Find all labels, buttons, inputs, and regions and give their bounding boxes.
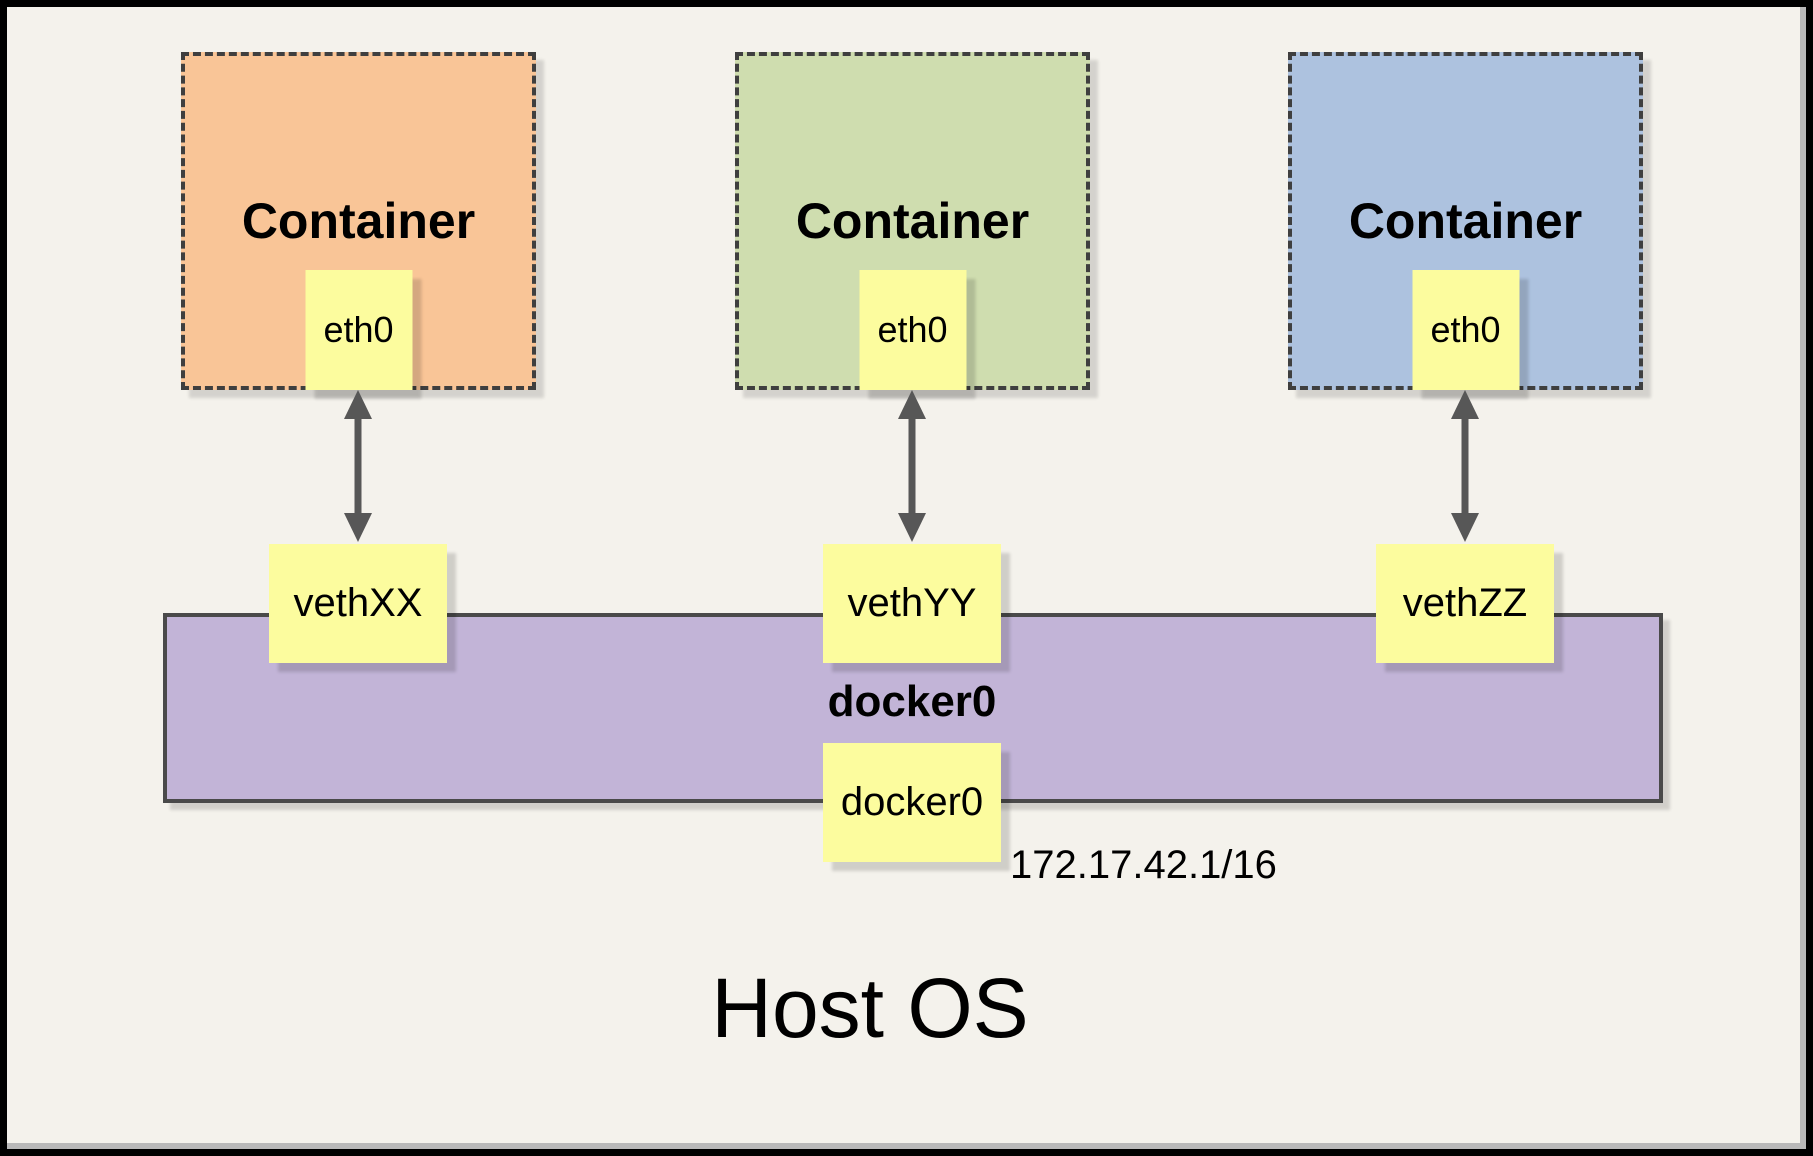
docker0-interface-box: docker0 xyxy=(823,743,1001,862)
subnet-label: 172.17.42.1/16 xyxy=(1010,843,1277,887)
container-box-1: Container eth0 xyxy=(181,52,536,390)
container-1-eth0-box: eth0 xyxy=(305,270,412,390)
veth-box-2: vethYY xyxy=(823,544,1001,663)
container-1-eth0-label: eth0 xyxy=(323,309,394,350)
container-3-eth0-box: eth0 xyxy=(1412,270,1519,390)
container-3-label: Container xyxy=(1348,193,1583,249)
container-1-label: Container xyxy=(241,193,476,249)
container-2-eth0-label: eth0 xyxy=(877,309,948,350)
container-box-2: Container eth0 xyxy=(735,52,1090,390)
docker0-interface-label: docker0 xyxy=(840,780,984,824)
double-arrow-icon xyxy=(1451,390,1479,542)
container-2-label: Container xyxy=(795,193,1030,249)
veth-box-1: vethXX xyxy=(269,544,447,663)
container-3-eth0-label: eth0 xyxy=(1430,309,1501,350)
veth-2-label: vethYY xyxy=(847,581,977,625)
veth-box-3: vethZZ xyxy=(1376,544,1554,663)
double-arrow-icon xyxy=(344,390,372,542)
container-box-3: Container eth0 xyxy=(1288,52,1643,390)
double-arrow-icon xyxy=(898,390,926,542)
veth-1-label: vethXX xyxy=(293,581,423,625)
docker0-bridge-label: docker0 xyxy=(827,677,997,726)
veth-3-label: vethZZ xyxy=(1402,581,1528,625)
container-2-eth0-box: eth0 xyxy=(859,270,966,390)
host-os-title: Host OS xyxy=(711,961,1029,1055)
